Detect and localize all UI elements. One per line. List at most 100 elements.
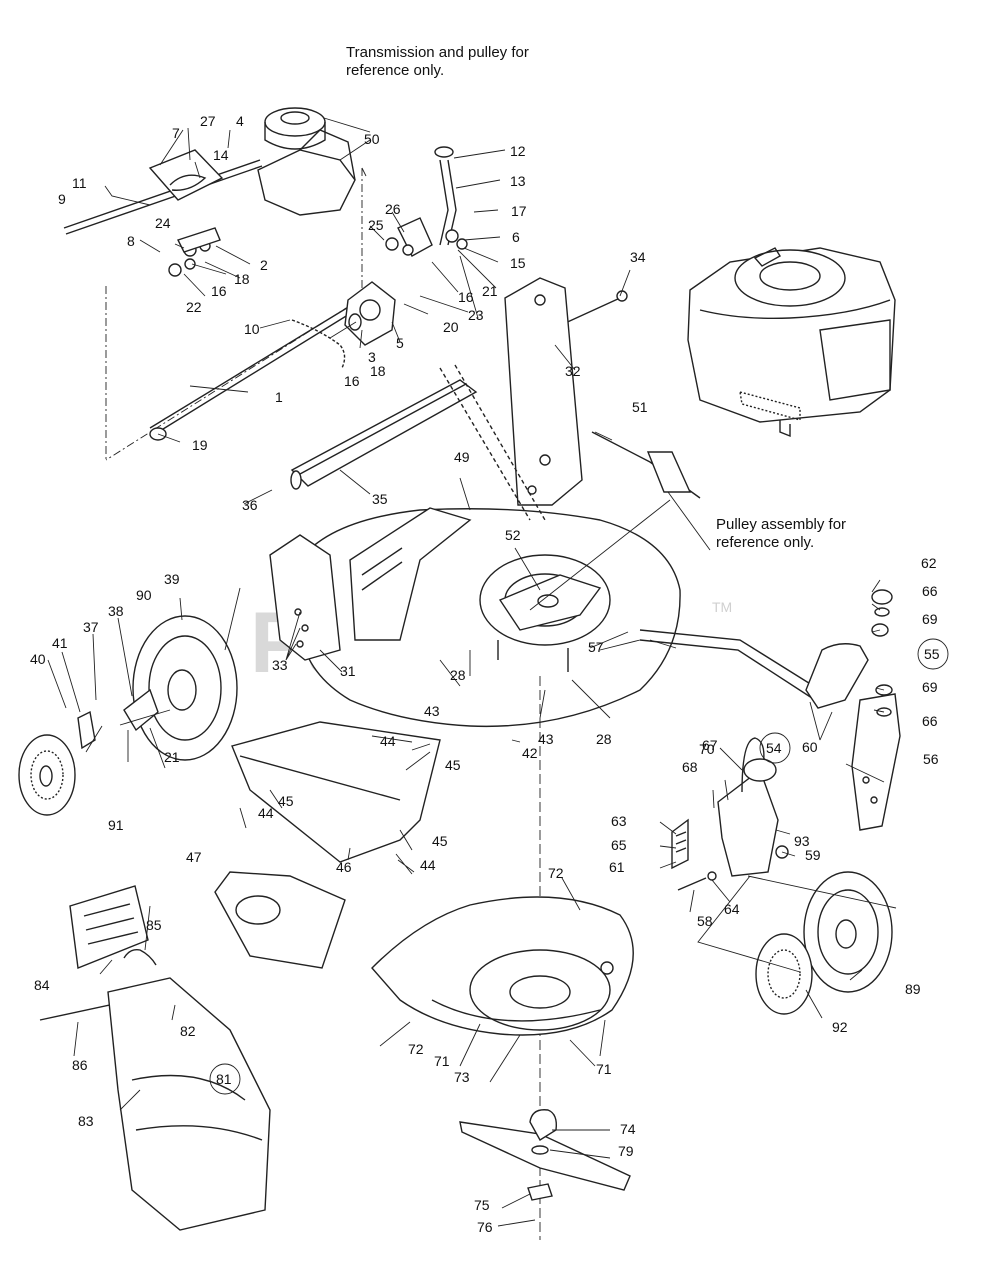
callout-86: 86 <box>72 1057 88 1073</box>
callout-63: 63 <box>611 813 627 829</box>
callout-11: 11 <box>72 175 87 191</box>
callout-71: 71 <box>434 1053 450 1069</box>
callout-43: 43 <box>424 703 440 719</box>
callout-67: 67 <box>702 737 718 753</box>
callout-74: 74 <box>620 1121 636 1137</box>
callout-44b: 44 <box>258 805 274 821</box>
transmission-reference-note: Transmission and pulley for reference on… <box>346 44 529 79</box>
throttle-cable <box>529 431 711 611</box>
callout-23: 23 <box>468 307 484 323</box>
callout-85: 85 <box>146 917 162 933</box>
callout-18b: 18 <box>370 363 386 379</box>
callout-18: 18 <box>234 271 250 287</box>
discharge-chute <box>214 721 441 969</box>
callout-92: 92 <box>832 1019 848 1035</box>
callout-13: 13 <box>510 173 526 189</box>
callout-69b: 69 <box>922 679 938 695</box>
callout-16: 16 <box>211 283 227 299</box>
callout-21: 21 <box>482 283 498 299</box>
callout-83: 83 <box>78 1113 94 1129</box>
callout-4: 4 <box>236 113 244 129</box>
callout-45c: 45 <box>432 833 448 849</box>
mower-deck <box>269 277 821 728</box>
callout-72: 72 <box>548 865 564 881</box>
callout-26: 26 <box>385 201 401 217</box>
callout-16c: 16 <box>458 289 474 305</box>
callout-56: 56 <box>923 751 939 767</box>
callout-90: 90 <box>136 587 152 603</box>
callout-93: 93 <box>794 833 810 849</box>
callout-16b: 16 <box>344 373 360 389</box>
callout-14: 14 <box>213 147 229 163</box>
callout-1: 1 <box>275 389 283 405</box>
grass-catcher <box>39 885 271 1231</box>
callout-71b: 71 <box>596 1061 612 1077</box>
callout-61: 61 <box>609 859 625 875</box>
callout-57: 57 <box>588 639 604 655</box>
callout-24: 24 <box>155 215 171 231</box>
callout-91: 91 <box>108 817 124 833</box>
callout-82: 82 <box>180 1023 196 1039</box>
circled-callout-81: 81 <box>216 1071 232 1087</box>
watermark-tm: TM <box>712 599 732 615</box>
callout-89: 89 <box>905 981 921 997</box>
callout-68: 68 <box>682 759 698 775</box>
callout-84: 84 <box>34 977 50 993</box>
callout-2: 2 <box>260 257 268 273</box>
callout-70: 70 <box>699 741 715 757</box>
callout-40: 40 <box>30 651 46 667</box>
callout-9: 9 <box>58 191 66 207</box>
blade-housing <box>371 676 634 1240</box>
callout-72b: 72 <box>408 1041 424 1057</box>
engine <box>687 247 896 438</box>
callout-69: 69 <box>922 611 938 627</box>
callout-38: 38 <box>108 603 124 619</box>
rear-wheel <box>18 615 238 816</box>
callout-27: 27 <box>200 113 216 129</box>
callout-21b: 21 <box>164 749 180 765</box>
callout-15: 15 <box>510 255 526 271</box>
front-wheel-assembly <box>671 589 901 1015</box>
callout-76: 76 <box>477 1219 493 1235</box>
callout-28: 28 <box>450 667 466 683</box>
callout-8: 8 <box>127 233 135 249</box>
callouts: 1 2 3 4 5 6 7 8 9 10 11 12 13 14 15 16 1… <box>30 113 949 1235</box>
callout-12: 12 <box>510 143 526 159</box>
callout-45: 45 <box>445 757 461 773</box>
callout-7: 7 <box>172 125 180 141</box>
pulley-reference-note: Pulley assembly for reference only. <box>716 516 847 551</box>
callout-3: 3 <box>368 349 376 365</box>
circled-callout-54: 54 <box>766 740 782 756</box>
callout-50: 50 <box>364 131 380 147</box>
callout-47: 47 <box>186 849 202 865</box>
callout-34: 34 <box>630 249 646 265</box>
callout-73: 73 <box>454 1069 470 1085</box>
callout-17: 17 <box>511 203 527 219</box>
callout-60: 60 <box>802 739 818 755</box>
callout-45b: 45 <box>278 793 294 809</box>
circled-callout-55: 55 <box>924 646 940 662</box>
callout-5: 5 <box>396 335 404 351</box>
callout-66b: 66 <box>922 713 938 729</box>
callout-19: 19 <box>192 437 208 453</box>
callout-46: 46 <box>336 859 352 875</box>
callout-44: 44 <box>380 733 396 749</box>
callout-51: 51 <box>632 399 648 415</box>
callout-58: 58 <box>697 913 713 929</box>
leader-lines <box>47 117 885 1227</box>
transmission-group <box>63 107 628 461</box>
callout-20: 20 <box>443 319 459 335</box>
callout-59: 59 <box>805 847 821 863</box>
callout-41: 41 <box>52 635 68 651</box>
callout-49: 49 <box>454 449 470 465</box>
callout-66: 66 <box>922 583 938 599</box>
callout-37: 37 <box>83 619 99 635</box>
callout-22: 22 <box>186 299 202 315</box>
callout-31: 31 <box>340 663 356 679</box>
callout-39: 39 <box>164 571 180 587</box>
callout-75: 75 <box>474 1197 490 1213</box>
callout-43b: 43 <box>538 731 554 747</box>
callout-52: 52 <box>505 527 521 543</box>
callout-64: 64 <box>724 901 740 917</box>
callout-62: 62 <box>921 555 937 571</box>
